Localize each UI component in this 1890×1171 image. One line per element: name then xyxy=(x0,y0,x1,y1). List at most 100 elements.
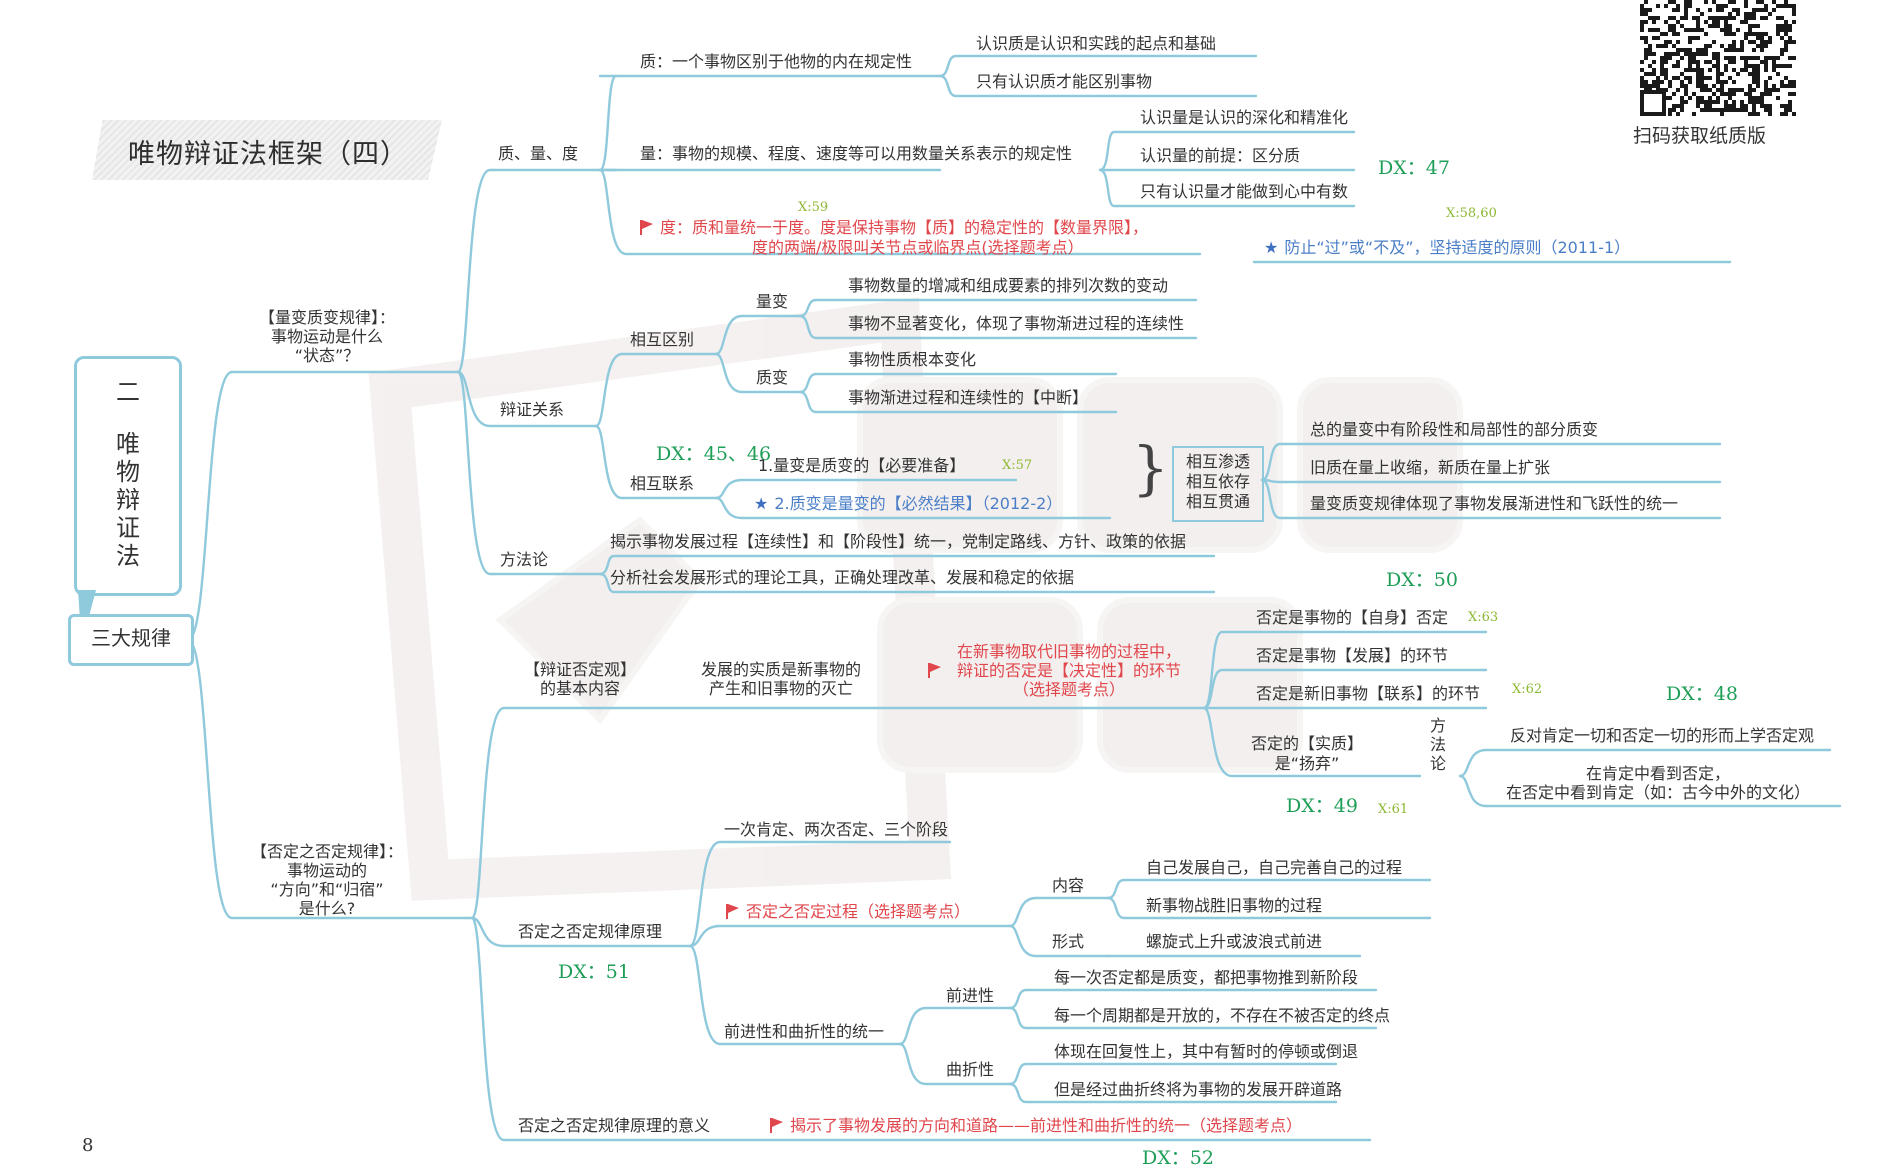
method-item-2: 分析社会发展形式的理论工具，正确处理改革、发展和稳定的依据 xyxy=(610,568,1075,587)
principle-moderation: ★ 防止“过”或“不及”，坚持适度的原则（2011-1） xyxy=(1264,238,1630,258)
connector-line xyxy=(898,1006,1012,1046)
connection-2: ★ 2.质变是量变的【必然结果】（2012-2） xyxy=(754,494,1062,514)
liang-definition: 量：事物的规模、程度、速度等可以用数量关系表示的规定性 xyxy=(640,144,1073,163)
connector-line xyxy=(798,314,1198,340)
connector-line xyxy=(1098,130,1356,172)
stages-text: 一次肯定、两次否定、三个阶段 xyxy=(724,820,949,839)
qr-caption: 扫码获取纸质版 xyxy=(1633,125,1767,147)
content-label: 内容 xyxy=(1052,876,1085,895)
tortuous-label: 曲折性 xyxy=(946,1060,995,1079)
connector-line xyxy=(186,638,474,920)
negation-process: 否定之否定过程（选择题考点） xyxy=(726,902,970,922)
method-label: 方法论 xyxy=(500,550,549,569)
chapter-name: 唯物辩证法 xyxy=(74,430,182,570)
connector-line xyxy=(714,314,802,356)
dx-47: DX：47 xyxy=(1378,157,1450,179)
connector-line xyxy=(456,370,598,428)
dx-45-46: DX：45、46 xyxy=(656,443,772,465)
star-icon: ★ xyxy=(754,494,769,513)
dx-50: DX：50 xyxy=(1386,569,1458,591)
meaning-text: 揭示了事物发展的方向和道路——前进性和曲折性的统一（选择题考点） xyxy=(770,1116,1302,1136)
dx-48: DX：48 xyxy=(1666,683,1738,705)
section-label: 三大规律 xyxy=(91,626,171,650)
dx-52: DX：52 xyxy=(1142,1147,1214,1169)
meaning-label: 否定之否定规律原理的意义 xyxy=(518,1116,711,1135)
basic-item-1: 否定是事物的【自身】否定 xyxy=(1256,608,1449,627)
connector-line xyxy=(798,390,1118,414)
box-item-2: 相互依存 xyxy=(1186,472,1251,491)
star-icon: ★ xyxy=(1264,238,1279,257)
connection-1: 1.量变是质变的【必要准备】 xyxy=(758,456,966,475)
connector-line xyxy=(598,572,1216,594)
du-line-2: 度的两端/极限叫关节点或临界点(选择题考点） xyxy=(752,238,1084,257)
connector-line xyxy=(470,916,692,948)
form-label: 形式 xyxy=(1052,932,1085,951)
form-item: 螺旋式上升或波浪式前进 xyxy=(1146,932,1323,951)
connector-line xyxy=(1008,1006,1378,1030)
zhi-item-2: 只有认识质才能区别事物 xyxy=(976,72,1153,91)
connector-line xyxy=(898,1042,1012,1086)
connector-tab xyxy=(78,590,96,620)
connector-line xyxy=(1008,1082,1338,1104)
connection-2-text: 2.质变是量变的【必然结果】（2012-2） xyxy=(774,494,1063,513)
connector-line xyxy=(1458,748,1832,778)
connector-line xyxy=(688,840,952,948)
dx-49: DX：49 xyxy=(1286,795,1358,817)
section-box xyxy=(68,614,194,666)
tortuous-item-2: 但是经过曲折终将为事物的发展开辟道路 xyxy=(1054,1080,1343,1099)
zhi-item-1: 认识质是认识和实践的起点和基础 xyxy=(976,34,1217,53)
liangbian-item-1: 事物数量的增减和组成要素的排列次数的变动 xyxy=(848,276,1169,295)
qr-code-icon xyxy=(1640,0,1796,116)
connector-line xyxy=(688,924,1012,948)
box-detail-2: 旧质在量上收缩，新质在量上扩张 xyxy=(1310,458,1551,477)
title-band xyxy=(92,120,442,180)
chapter-name-char: 证 xyxy=(116,514,140,542)
method-negation-2: 在肯定中看到否定， 在否定中看到肯定（如：古今中外的文化） xyxy=(1505,764,1810,802)
box-detail-3: 量变质变规律体现了事物发展渐进性和飞跃性的统一 xyxy=(1310,494,1679,513)
connector-line xyxy=(598,168,1202,256)
connector-line xyxy=(688,944,902,1046)
connector-line xyxy=(456,370,602,576)
meaning-text-content: 揭示了事物发展的方向和道路——前进性和曲折性的统一（选择题考点） xyxy=(790,1116,1303,1135)
principle-moderation-text: 防止“过”或“不及”，坚持适度的原则（2011-1） xyxy=(1284,238,1631,257)
connector-line xyxy=(598,74,618,172)
basic-label: 【辩证否定观】 的基本内容 xyxy=(523,660,636,698)
zhibian-label: 质变 xyxy=(756,368,789,387)
connector-line xyxy=(1260,478,1722,484)
progressive-label: 前进性 xyxy=(946,986,995,1005)
du-line-1: 度：质和量统一于度。度是保持事物【质】的稳定性的【数量界限】， xyxy=(640,218,1148,238)
liang-item-1: 认识量是认识的深化和精准化 xyxy=(1140,108,1349,127)
law1-label: 【量变质变规律】： 事物运动是什么 “状态”？ xyxy=(258,308,395,365)
x-59: X:59 xyxy=(798,200,829,215)
connector-line xyxy=(714,352,802,394)
law2-label: 【否定之否定规律】： 事物运动的 “方向”和“归宿” 是什么? xyxy=(250,842,403,918)
x-61: X:61 xyxy=(1378,802,1409,817)
connector-line xyxy=(186,370,460,642)
negation-process-text: 否定之否定过程（选择题考点） xyxy=(746,902,971,921)
x-62: X:62 xyxy=(1512,682,1543,697)
connector-line xyxy=(1008,924,1110,958)
chapter-number: 二 xyxy=(116,378,140,406)
connector-line xyxy=(1202,706,1422,778)
essence-label: 发展的实质是新事物的 产生和旧事物的灭亡 xyxy=(700,660,861,698)
principle-label: 否定之否定规律原理 xyxy=(518,922,663,941)
connector-line xyxy=(938,74,1258,98)
dx-51: DX：51 xyxy=(558,961,630,983)
chapter-box xyxy=(74,356,182,596)
chapter-name-char: 唯 xyxy=(116,430,140,458)
chapter-name-char: 法 xyxy=(116,542,140,570)
x-58-60: X:58,60 xyxy=(1446,206,1497,221)
connector-line xyxy=(470,706,1206,920)
zhi-definition: 质：一个事物区别于他物的内在规定性 xyxy=(640,52,913,71)
key-negation: 在新事物取代旧事物的过程中， 辩证的否定是【决定性】的环节 （选择题考点） xyxy=(956,642,1181,699)
connector-line xyxy=(1260,478,1722,520)
box-item-3: 相互贯通 xyxy=(1186,492,1251,511)
unity-label: 前进性和曲折性的统一 xyxy=(724,1022,885,1041)
flag-icon xyxy=(770,1118,783,1133)
essence-negation: 否定的【实质】 是“扬弃” xyxy=(1250,734,1363,773)
chapter-name-char: 物 xyxy=(116,458,140,486)
connector-line xyxy=(470,916,1372,1142)
flag-icon xyxy=(640,220,653,235)
connector-line xyxy=(1260,442,1722,482)
